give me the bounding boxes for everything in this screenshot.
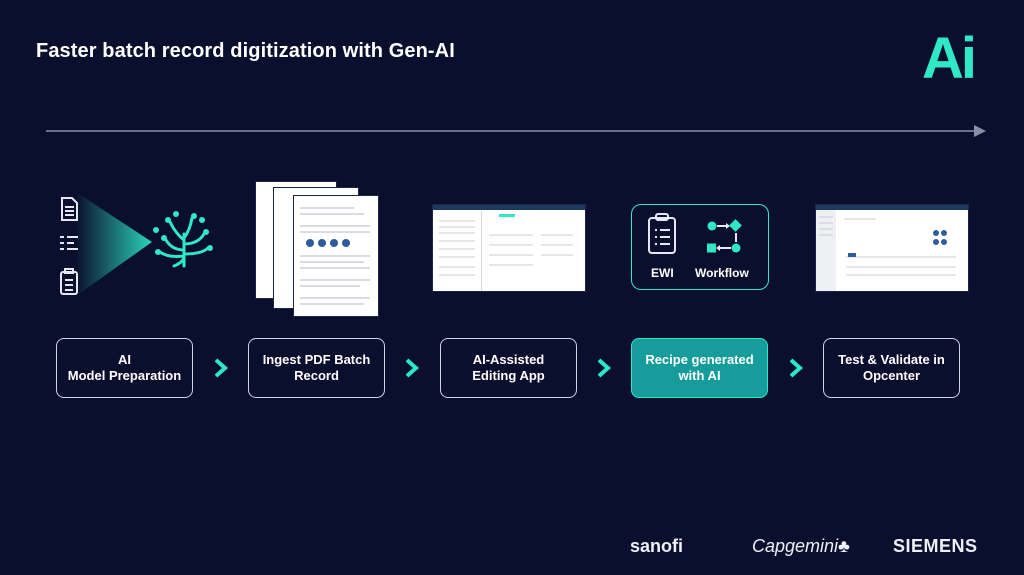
workflow-label: Workflow [695,266,749,280]
page-title: Faster batch record digitization with Ge… [36,40,455,62]
document-icon-group [60,192,213,296]
ewi-label: EWI [651,266,674,280]
opcenter-screenshot [816,205,968,291]
recipe-output-icons [648,213,742,254]
step-ai-model-preparation[interactable]: AI Model Preparation [56,338,193,398]
chevron-right-icon [597,358,612,378]
capgemini-logo: Capgemini♣ [752,536,850,557]
ai-model-visual [56,190,216,300]
timeline-arrow [46,125,986,137]
step-ai-assisted-editing[interactable]: AI-Assisted Editing App [440,338,577,398]
spade-icon: ♣ [838,536,850,556]
recipe-output-box: EWI Workflow [631,204,769,290]
siemens-logo: SIEMENS [893,536,978,556]
editing-app-screenshot [433,205,585,291]
chevron-right-icon [789,358,804,378]
pdf-pages-visual [256,182,380,317]
pdf-page-content [300,207,370,305]
ai-logo: Ai [922,26,977,91]
step-test-validate[interactable]: Test & Validate in Opcenter [823,338,960,398]
step-recipe-generated[interactable]: Recipe generated with AI [631,338,768,398]
capgemini-logo-text: Capgemini [752,536,839,556]
clipboard-icon [648,213,676,254]
step-ingest-pdf[interactable]: Ingest PDF Batch Record [248,338,385,398]
opcenter-content [816,205,968,291]
chevron-right-icon [214,358,229,378]
workflow-icon [707,219,742,253]
pdf-page-front [294,196,378,316]
editing-app-content [433,205,585,291]
sanofi-logo: sanofi [630,536,684,556]
chevron-right-icon [405,358,420,378]
